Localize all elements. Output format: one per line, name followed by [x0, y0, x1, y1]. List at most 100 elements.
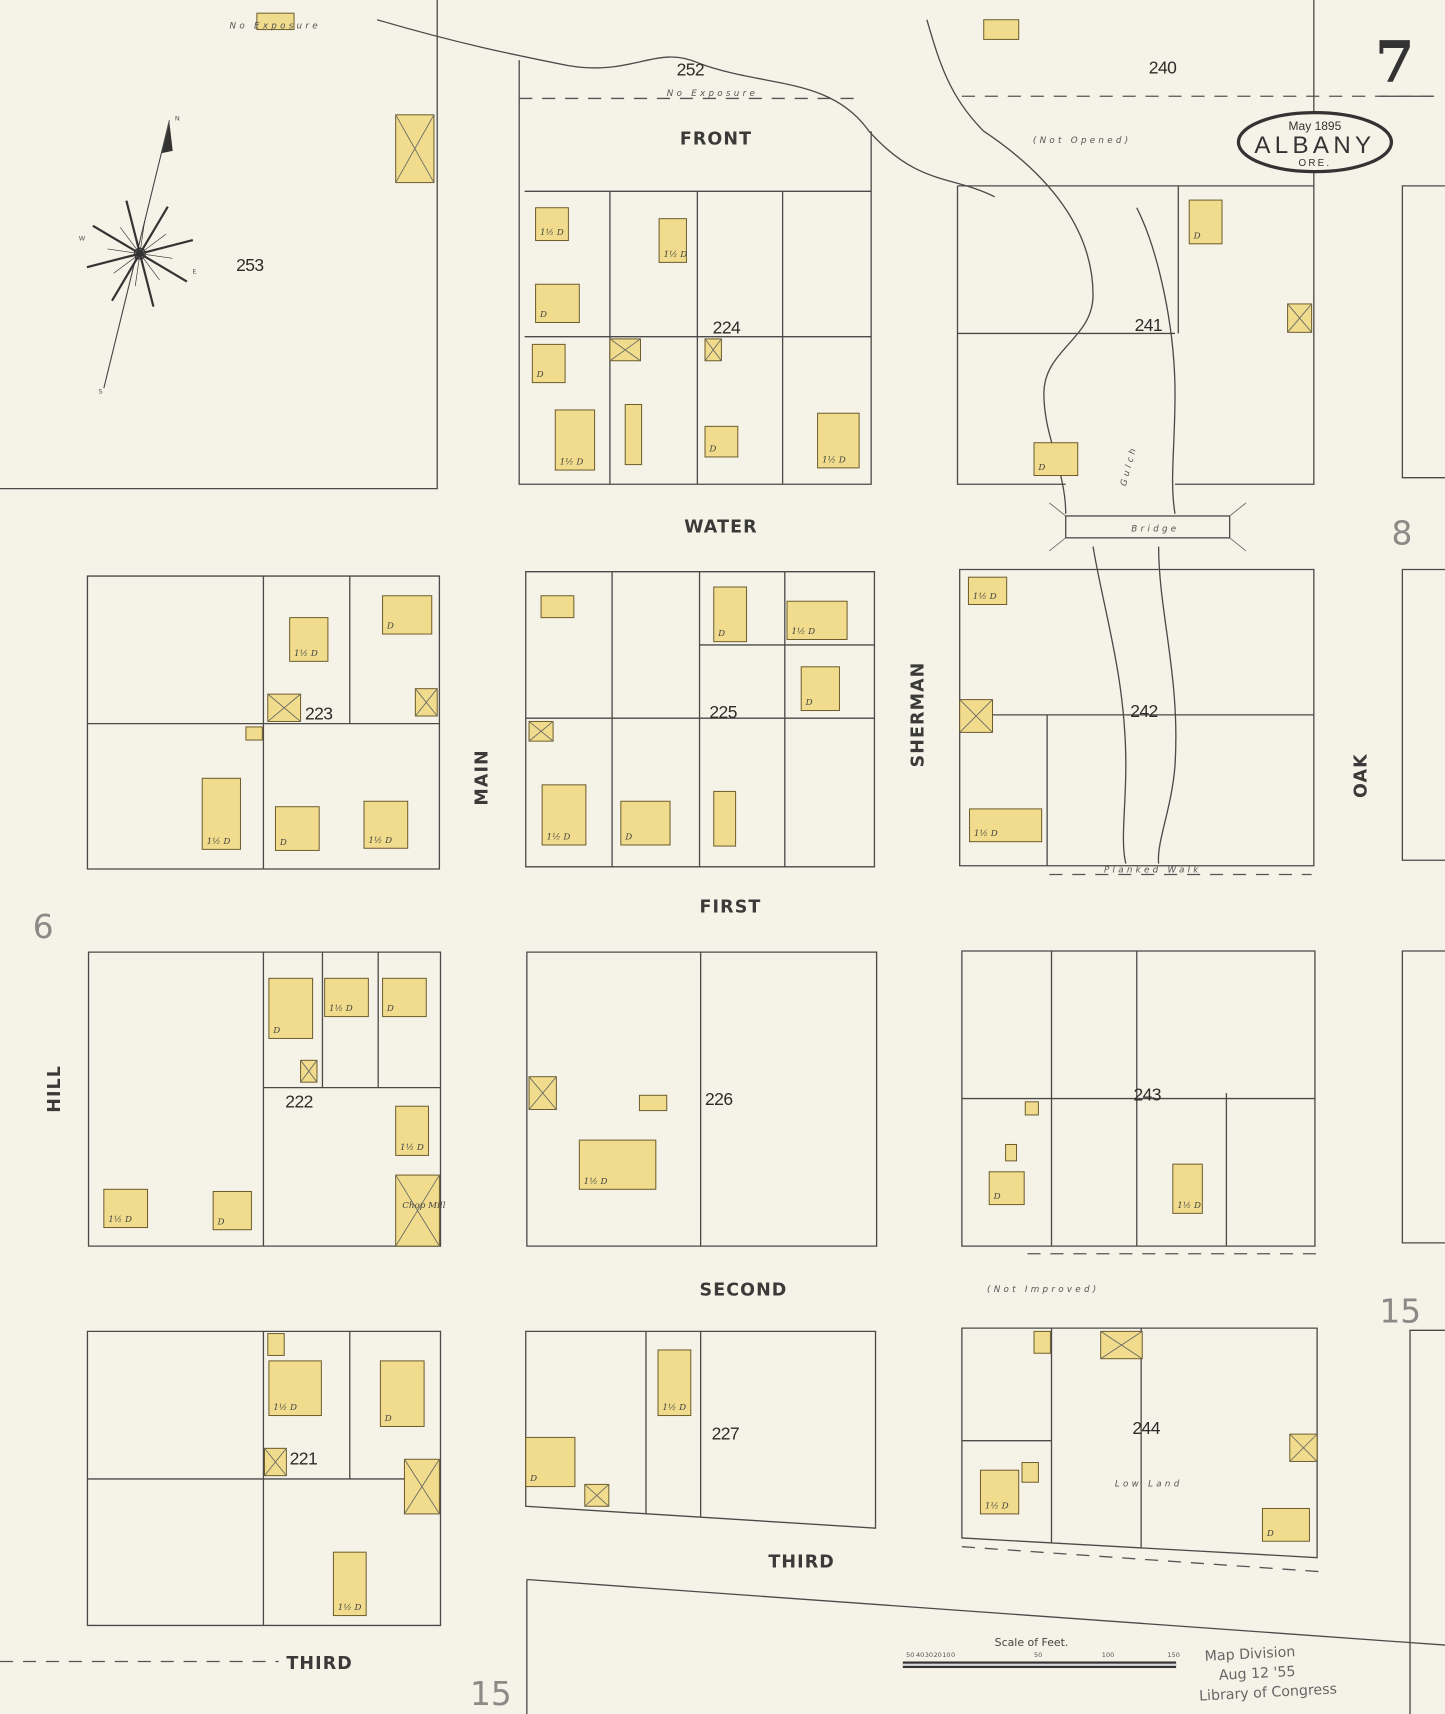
dwelling-label: D [279, 838, 287, 848]
building-frame [983, 19, 1020, 40]
dwelling-label: 1½ D [791, 626, 815, 637]
compass-ray [138, 253, 155, 307]
building-frame [363, 800, 409, 849]
property-dashes [0, 95, 1432, 1663]
adjacent-sheet-east[interactable]: 8 [1391, 514, 1412, 552]
dwelling-label: 1½ D [973, 591, 997, 602]
building-frame [800, 666, 840, 712]
block-number: 243 [1133, 1085, 1161, 1105]
building-frame [103, 1188, 149, 1229]
street-oak: OAK [1351, 753, 1371, 798]
not-improved-note: (Not Improved) [987, 1285, 1099, 1295]
city-name: ALBANY [1254, 132, 1375, 159]
building-frame [624, 403, 643, 466]
building-cross-mark [609, 338, 641, 362]
dwelling-label: D [624, 833, 632, 843]
building-cross-mark [404, 1459, 440, 1515]
dwelling-label: D [386, 1004, 394, 1014]
block-number: 225 [709, 702, 737, 722]
street-sherman: SHERMAN [909, 662, 929, 768]
building-frame [382, 595, 433, 635]
building-frame [1005, 1143, 1018, 1162]
street-main: MAIN [472, 749, 492, 805]
building-frame [324, 977, 369, 1018]
building-frame [274, 806, 320, 851]
no-exposure-center: No Exposure [667, 89, 758, 99]
compass-ray [125, 200, 141, 254]
compass-w: W [79, 235, 86, 243]
building-frame [541, 784, 587, 846]
building-cross-mark [395, 114, 435, 183]
building-frame [289, 617, 329, 662]
dwelling-label: 1½ D [584, 1176, 608, 1187]
compass-ray [92, 224, 141, 255]
no-exposure-left: No Exposure [230, 21, 321, 31]
building-frame [1172, 1163, 1203, 1214]
dwelling-label: 1½ D [560, 457, 584, 468]
building-frame [817, 412, 860, 469]
compass-n: N [175, 114, 180, 122]
building-frame [531, 343, 566, 384]
dwelling-label: 1½ D [1177, 1200, 1201, 1211]
dwelling-label: 1½ D [540, 227, 564, 238]
building-frame [638, 1094, 668, 1112]
chop-mill-label: Chop Mill [402, 1201, 445, 1211]
dwelling-label: 1½ D [207, 836, 231, 847]
street-first: FIRST [700, 898, 762, 918]
building-frame [245, 726, 263, 741]
block-number: 252 [677, 59, 705, 79]
compass-ray [139, 239, 194, 255]
scale-tick-label: 50 [1034, 1651, 1042, 1659]
bridge[interactable]: Bridge [1049, 502, 1247, 552]
dwelling-label: 1½ D [273, 1402, 297, 1413]
buildings: 1½ D D 1½ D 1½ D D 1½ D D D D 1½ D D 1½ D D 1½ D D 1½ D… [103, 12, 1318, 1617]
dwelling-label: 1½ D [662, 1402, 686, 1413]
adjacent-sheet-south-bottom[interactable]: 15 [470, 1675, 512, 1713]
building-frame [267, 1333, 285, 1356]
scale-tick-label: 0 [951, 1651, 955, 1659]
dwelling-label: D [529, 1474, 537, 1484]
street-water: WATER [684, 517, 757, 537]
building-cross-mark [264, 1448, 287, 1476]
scale-tick-label: 40 [916, 1651, 924, 1659]
building-frame [540, 595, 575, 619]
building-frame [535, 207, 569, 242]
block-numbers: 253 252 240 224 241 223 225 242 222 226 … [236, 57, 1178, 1468]
block-number: 242 [1130, 701, 1158, 721]
dwelling-label: 1½ D [329, 1003, 353, 1014]
library-stamp: Map Division Aug 12 '55 Library of Congr… [1199, 1644, 1338, 1704]
adjacent-sheet-west[interactable]: 6 [33, 908, 54, 946]
scale-tick-label: 30 [925, 1651, 933, 1659]
building-frame [395, 1105, 429, 1156]
building-frame [379, 1360, 425, 1427]
building-frame [1188, 199, 1223, 245]
sheet-number: 7 [1375, 30, 1415, 96]
dwelling-label: D [384, 1414, 392, 1424]
dwelling-label: D [1266, 1529, 1274, 1539]
scale-tick-label: 100 [1102, 1651, 1115, 1659]
block-number: 223 [305, 703, 333, 723]
building-frame [1021, 1462, 1039, 1483]
gulch-label: Gulch [1119, 445, 1139, 488]
dwelling-label: 1½ D [974, 828, 998, 839]
state-name: ORE. [1299, 158, 1332, 169]
building-frame [201, 777, 241, 850]
scale-tick-label: 150 [1167, 1651, 1180, 1659]
building-cross-mark [704, 338, 722, 362]
adjacent-sheet-south-right[interactable]: 15 [1379, 1293, 1421, 1331]
dwelling-label: D [1193, 231, 1201, 241]
dwelling-label: D [1037, 463, 1045, 473]
building-frame [786, 600, 848, 640]
planked-walk-note: Planked Walk [1104, 865, 1202, 875]
dwelling-label: 1½ D [547, 832, 571, 843]
dwelling-label: D [539, 310, 547, 320]
building-cross-mark [1100, 1331, 1143, 1360]
map-date: May 1895 [1289, 119, 1342, 133]
dwelling-label: 1½ D [822, 454, 846, 465]
building-frame [979, 1469, 1020, 1515]
building-cross-mark [959, 699, 993, 733]
building-frame [212, 1190, 252, 1231]
dwelling-label: D [993, 1192, 1001, 1202]
